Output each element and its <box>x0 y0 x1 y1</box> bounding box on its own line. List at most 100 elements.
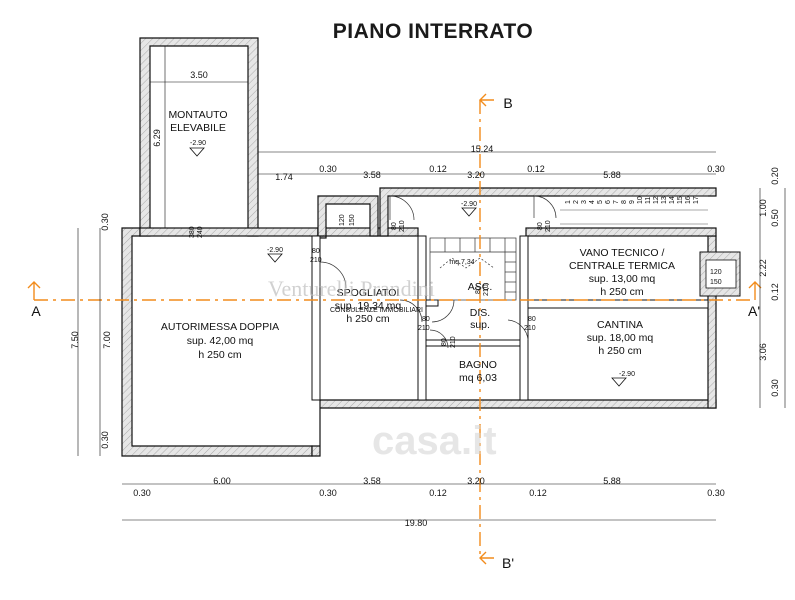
window-label-c1: 380 <box>189 226 196 238</box>
section-a-left: A <box>31 303 41 319</box>
dim-629: 6.29 <box>152 129 162 147</box>
door-label-a2: 210 <box>310 257 322 264</box>
bagno-name: BAGNO <box>459 359 497 371</box>
staircase <box>429 237 517 301</box>
dim-030-top-b: 0.30 <box>707 164 725 174</box>
dim-030-left-a: 0.30 <box>100 213 110 231</box>
stair-number: 2 <box>573 200 580 204</box>
dim-222-right: 2.22 <box>758 259 768 277</box>
door-label-a1: 80 <box>312 248 320 255</box>
cantina-level: -2.90 <box>619 371 635 378</box>
cantina-area: sup. 18,00 mq <box>587 332 654 344</box>
door-label-f1: 80 <box>441 338 448 346</box>
door-label-g1: 80 <box>475 286 482 294</box>
stair-area: mq 7,34 <box>449 259 474 266</box>
dim-012-top-b: 0.12 <box>527 164 545 174</box>
section-b-bottom: B' <box>502 555 514 571</box>
stair-number: 12 <box>653 196 660 204</box>
door-label-e1: 80 <box>528 316 536 323</box>
stair-number: 9 <box>629 200 636 204</box>
dim-012-top-a: 0.12 <box>429 164 447 174</box>
stair-number: 3 <box>581 200 588 204</box>
door-label-d1: 80 <box>422 316 430 323</box>
dim-320-top: 3.20 <box>467 170 485 180</box>
dim-320-bottom: 3.20 <box>467 476 485 486</box>
door-label-c1: 80 <box>537 222 544 230</box>
garage-name: AUTORIMESSA DOPPIA <box>161 321 279 333</box>
dim-020-right: 0.20 <box>770 167 780 185</box>
watermark-brand: casa.it <box>372 419 497 463</box>
window-label-b1: 120 <box>710 269 722 276</box>
spogliatoi-area: sup. 19,34 mq <box>335 300 402 312</box>
dim-030-bottom-b: 0.30 <box>319 488 337 498</box>
door-label-d2: 210 <box>418 325 430 332</box>
stair-number: 17 <box>693 196 700 204</box>
dim-588-top: 5.88 <box>603 170 621 180</box>
section-b-top: B <box>503 95 512 111</box>
dim-012-bottom-a: 0.12 <box>429 488 447 498</box>
plan-title: PIANO INTERRATO <box>333 20 533 43</box>
window-label-a2: 150 <box>349 214 356 226</box>
dim-358-top: 3.58 <box>363 170 381 180</box>
stair-number: 14 <box>669 196 676 204</box>
dim-030-right: 0.30 <box>770 379 780 397</box>
garage-area: sup. 42,00 mq <box>187 335 254 347</box>
dim-1980: 19.80 <box>405 518 428 528</box>
watermark-agency: Venturelli Prandini <box>268 276 435 301</box>
dim-030-bottom-c: 0.30 <box>707 488 725 498</box>
dim-012-bottom-b: 0.12 <box>529 488 547 498</box>
dim-700: 7.00 <box>102 331 112 349</box>
vano-label-1: VANO TECNICO / <box>580 247 665 259</box>
cantina-name: CANTINA <box>597 319 643 331</box>
dim-1524: 15.24 <box>471 144 494 154</box>
garage-height: h 250 cm <box>198 349 241 361</box>
dim-306-right: 3.06 <box>758 343 768 361</box>
vano-height: h 250 cm <box>600 286 643 298</box>
montauto-label-2: ELEVABILE <box>170 122 226 134</box>
dim-750: 7.50 <box>70 331 80 349</box>
window-label-a1: 120 <box>339 214 346 226</box>
dim-050-right: 0.50 <box>770 209 780 227</box>
vano-label-2: CENTRALE TERMICA <box>569 260 675 272</box>
section-lines <box>27 93 762 565</box>
garage-level: -2.90 <box>267 247 283 254</box>
dim-358-bottom: 3.58 <box>363 476 381 486</box>
stair-number: 6 <box>605 200 612 204</box>
dimension-lines <box>77 46 786 521</box>
spogliatoi-height: h 250 cm <box>346 313 389 325</box>
dis-sup-label: sup. <box>470 319 490 331</box>
stair-number: 11 <box>645 197 652 204</box>
stair-number: 13 <box>661 196 668 204</box>
stair-number: 1 <box>565 200 572 204</box>
door-label-c2: 210 <box>545 220 552 232</box>
dim-174: 1.74 <box>275 172 293 182</box>
stair-number: 7 <box>613 200 620 204</box>
stair-number: 8 <box>621 200 628 204</box>
door-label-b2: 210 <box>399 220 406 232</box>
asc-label: ASC. <box>468 281 493 293</box>
montauto-label-1: MONTAUTO <box>168 109 227 121</box>
level-markers <box>189 147 627 387</box>
door-arcs <box>319 195 557 349</box>
exterior-walls <box>121 37 717 457</box>
vano-area: sup. 13,00 mq <box>589 273 656 285</box>
dis-label: DIS. <box>470 307 490 319</box>
stair-level: -2.90 <box>461 201 477 208</box>
dim-588-bottom: 5.88 <box>603 476 621 486</box>
bagno-area: mq 6,03 <box>459 372 497 384</box>
cantina-height: h 250 cm <box>598 345 641 357</box>
stair-number: 5 <box>597 200 604 204</box>
door-label-b1: 80 <box>391 222 398 230</box>
dim-030-top-a: 0.30 <box>319 164 337 174</box>
dim-012-right: 0.12 <box>770 283 780 301</box>
dim-100-right: 1.00 <box>758 199 768 217</box>
stair-number: 4 <box>589 200 596 204</box>
dim-030-left-b: 0.30 <box>100 431 110 449</box>
door-label-f2: 210 <box>450 336 457 348</box>
stair-number: 15 <box>677 196 684 204</box>
section-a-right: A' <box>748 303 760 319</box>
window-label-b2: 150 <box>710 279 722 286</box>
door-label-g2: 210 <box>483 284 490 296</box>
